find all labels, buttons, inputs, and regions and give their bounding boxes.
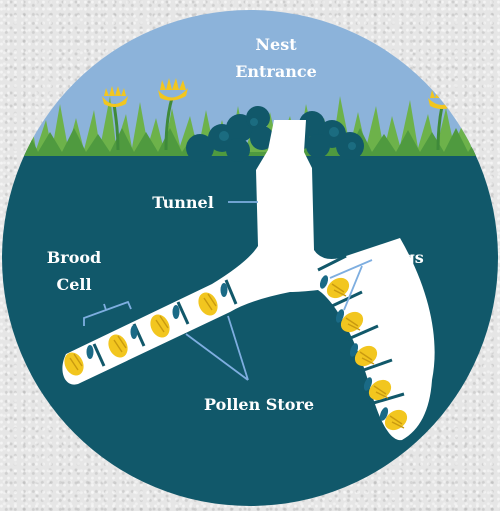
tunnel-label: Tunnel [152,193,214,212]
brood-cell-label: Brood [47,248,101,267]
nest-entrance-label: Entrance [235,62,317,81]
eggs-label: Eggs [380,248,424,267]
pollen-store-label: Pollen Store [204,395,314,414]
brood-cell-label: Cell [56,275,91,294]
nest-entrance-label: Nest [255,35,297,54]
